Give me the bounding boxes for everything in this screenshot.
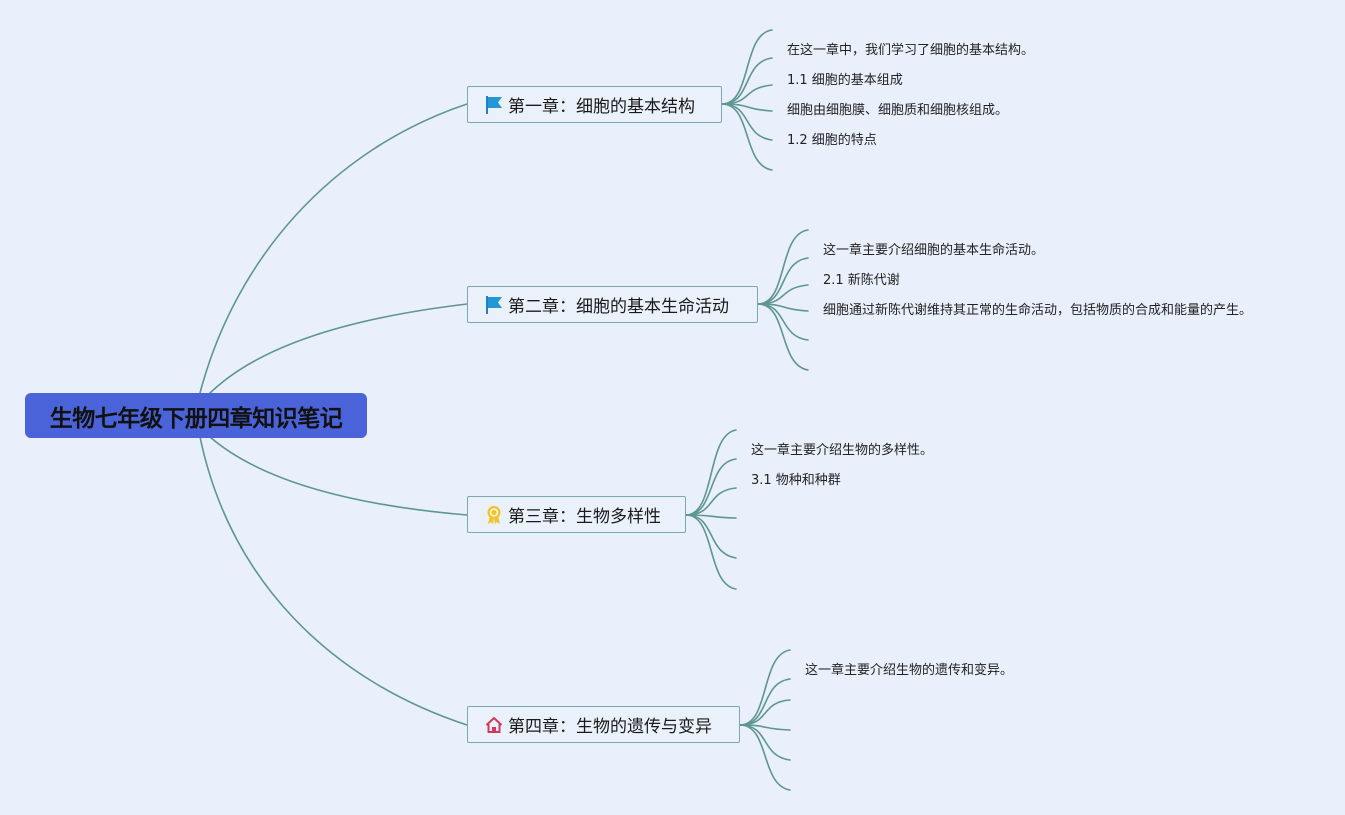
connector-root-ch4	[199, 436, 468, 726]
connector-ch2-1	[757, 229, 809, 305]
connector-ch2-3	[757, 284, 809, 305]
connector-root-ch3	[209, 436, 468, 516]
connector-ch2-6	[757, 303, 809, 371]
connector-ch4-3	[739, 699, 791, 726]
root-topic-label: 生物七年级下册四章知识笔记	[49, 405, 343, 432]
note-ch1-2[interactable]: 1.1 细胞的基本组成	[787, 73, 903, 88]
connector-root-ch2	[209, 303, 468, 394]
note-ch1-4[interactable]: 1.2 细胞的特点	[787, 133, 877, 148]
connector-ch1-3	[721, 84, 773, 105]
note-ch1-3[interactable]: 细胞由细胞膜、细胞质和细胞核组成。	[787, 103, 1009, 118]
topic-chapter-1[interactable]: 第一章：细胞的基本结构	[467, 86, 722, 123]
topic-chapter-4[interactable]: 第四章：生物的遗传与变异	[467, 706, 740, 743]
topic-chapter-1-label: 第一章：细胞的基本结构	[508, 97, 695, 117]
connector-ch3-4	[685, 514, 737, 519]
root-topic[interactable]: 生物七年级下册四章知识笔记	[25, 393, 367, 438]
connector-ch1-6	[721, 103, 773, 171]
home-icon	[484, 715, 504, 735]
topic-chapter-2-label: 第二章：细胞的基本生命活动	[508, 297, 729, 317]
connector-ch3-2	[685, 458, 737, 516]
note-ch3-1[interactable]: 这一章主要介绍生物的多样性。	[751, 443, 934, 458]
topic-chapter-3-label: 第三章：生物多样性	[508, 507, 661, 527]
blue-flag-icon	[484, 95, 504, 115]
topic-chapter-2[interactable]: 第二章：细胞的基本生命活动	[467, 286, 758, 323]
topic-chapter-3[interactable]: 第三章：生物多样性	[467, 496, 686, 533]
connector-ch3-1	[685, 429, 737, 516]
connector-ch4-2	[739, 678, 791, 726]
connector-ch3-3	[685, 487, 737, 516]
note-ch1-1[interactable]: 在这一章中，我们学习了细胞的基本结构。	[787, 43, 1035, 58]
note-ch3-2[interactable]: 3.1 物种和种群	[751, 473, 841, 488]
connector-ch1-1	[721, 29, 773, 105]
award-ribbon-icon	[484, 505, 504, 525]
connector-ch4-1	[739, 649, 791, 726]
connector-ch1-2	[721, 57, 773, 105]
note-ch4-1[interactable]: 这一章主要介绍生物的遗传和变异。	[805, 663, 1014, 678]
connector-ch3-5	[685, 514, 737, 559]
connector-ch2-2	[757, 257, 809, 305]
connector-root-ch1	[199, 103, 468, 394]
topic-chapter-4-label: 第四章：生物的遗传与变异	[508, 717, 712, 737]
note-ch2-1[interactable]: 这一章主要介绍细胞的基本生命活动。	[823, 243, 1045, 258]
note-ch2-2[interactable]: 2.1 新陈代谢	[823, 273, 900, 288]
blue-flag-icon	[484, 295, 504, 315]
note-ch2-3[interactable]: 细胞通过新陈代谢维持其正常的生命活动，包括物质的合成和能量的产生。	[823, 303, 1253, 318]
connector-ch3-6	[685, 514, 737, 590]
connector-ch4-6	[739, 724, 791, 791]
